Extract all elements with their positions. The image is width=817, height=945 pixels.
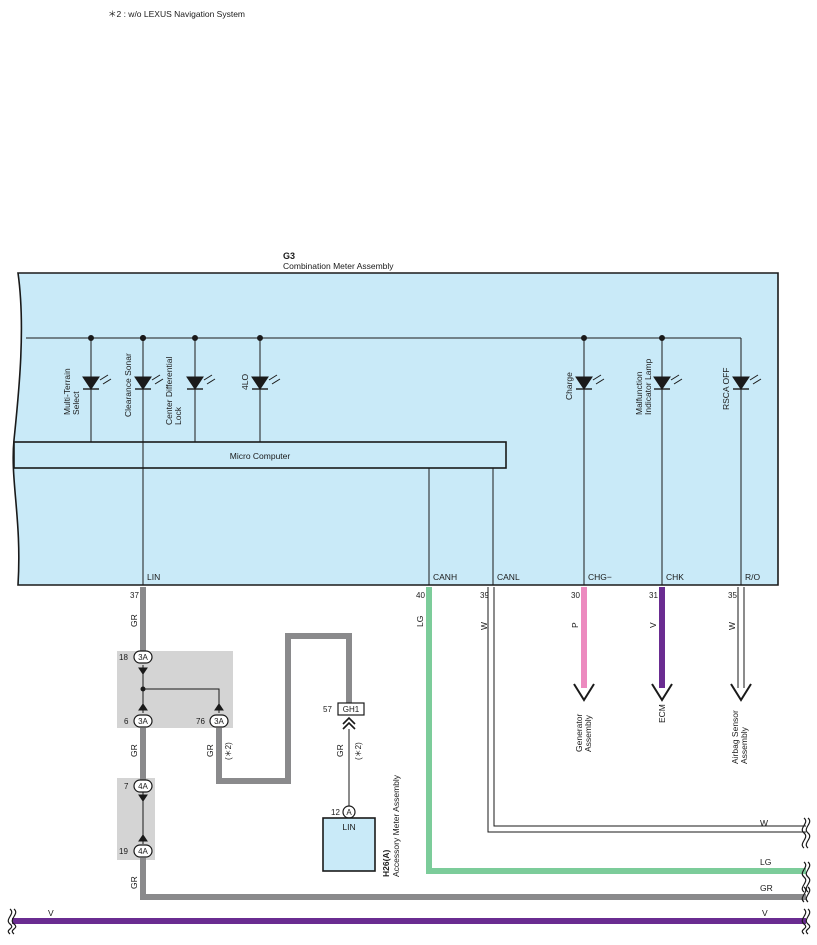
connector-3a-label-3: 3A: [214, 717, 224, 726]
gh1-chevrons: [342, 716, 356, 730]
dest-airbag-2: Assembly: [739, 726, 749, 764]
pin-40: 40: [416, 591, 425, 600]
dest-ecm: ECM: [657, 704, 667, 723]
wire-label-w-1: W: [479, 622, 489, 630]
pin-57-label: 57: [323, 705, 332, 714]
wire-label-v: V: [648, 622, 658, 628]
led-4lo: [251, 335, 281, 442]
led-multi-terrain-label-2: Select: [71, 391, 81, 415]
pin-18-label: 18: [119, 653, 128, 662]
led-multi-terrain: [82, 335, 112, 442]
wire-break-marks: [7, 817, 811, 935]
wire-label-gr-1: GR: [129, 614, 139, 627]
dest-airbag-1: Airbag Sensor: [730, 710, 740, 764]
connector-4a-label-2: 4A: [138, 847, 148, 856]
led-4lo-label: 4LO: [240, 374, 250, 390]
led-malfunction: [653, 335, 683, 585]
connector-3a-pin18: [133, 650, 153, 664]
led-center-diff-label-1: Center Differential: [164, 357, 174, 425]
terminal-chg: CHG−: [588, 572, 612, 582]
led-rsca: [732, 338, 762, 585]
ro-arrow: [730, 683, 752, 702]
connector-4a-internal: [138, 792, 148, 844]
footnote-text: ＊2 : w/o LEXUS Navigation System: [108, 9, 245, 19]
connector-gh1: [337, 702, 365, 716]
bus-label-gr: GR: [760, 883, 773, 893]
wire-note-1: (＊2): [224, 742, 233, 760]
pin-76-label: 76: [196, 717, 205, 726]
wire-label-p: P: [570, 622, 580, 628]
combination-meter-panel: [12, 272, 779, 586]
connector-3a-internal: [138, 665, 224, 713]
accessory-code: H26(A): [381, 849, 391, 877]
canh-wire-lg: [426, 587, 806, 874]
connector-gh1-label: GH1: [343, 705, 360, 714]
chg-arrow: [573, 683, 595, 702]
led-center-diff-label-2: Lock: [173, 406, 183, 425]
led-malfunction-label-2: Indicator Lamp: [643, 359, 653, 415]
meter-name: Combination Meter Assembly: [283, 261, 394, 271]
pin-30: 30: [571, 591, 580, 600]
terminal-lin: LIN: [147, 572, 160, 582]
micro-computer-box: [13, 441, 507, 469]
accessory-meter-box: [322, 817, 376, 872]
bus-label-w: W: [760, 818, 768, 828]
wire-label-gr-2: GR: [129, 744, 139, 757]
meter-code: G3: [283, 251, 295, 261]
led-charge-label: Charge: [564, 372, 574, 400]
led-center-diff: [186, 335, 216, 442]
wire-label-gr-4: GR: [205, 744, 215, 757]
pin-31: 31: [649, 591, 658, 600]
terminal-canl: CANL: [497, 572, 520, 582]
bus-label-v-right: V: [762, 908, 768, 918]
pin-6-label: 6: [124, 717, 129, 726]
pin-12-label: 12: [331, 808, 340, 817]
led-clearance-sonar-label: Clearance Sonar: [123, 353, 133, 417]
accessory-terminal-lin: LIN: [342, 822, 355, 832]
led-rsca-label: RSCA OFF: [721, 367, 731, 410]
dest-generator-1: Generator: [574, 714, 584, 752]
pin-37: 37: [130, 591, 139, 600]
wire-label-lg-1: LG: [415, 616, 425, 627]
connector-3a-pin76: [209, 714, 229, 728]
wire-note-2: (＊2): [354, 742, 363, 760]
wire-label-gr-5: GR: [335, 744, 345, 757]
bus-label-v-left: V: [48, 908, 54, 918]
wire-label-gr-3: GR: [129, 876, 139, 889]
terminal-ro: R/O: [745, 572, 761, 582]
pin-19-label: 19: [119, 847, 128, 856]
canl-wire-w-outer: [487, 587, 806, 833]
led-malfunction-label-1: Malfunction: [634, 371, 644, 415]
pin-7-label: 7: [124, 782, 129, 791]
accessory-name: Accessory Meter Assembly: [391, 774, 401, 877]
canl-wire-w-inner: [493, 587, 806, 827]
connector-4a-label-1: 4A: [138, 782, 148, 791]
led-charge: [575, 335, 605, 585]
chk-arrow: [651, 683, 673, 702]
connector-4a-pin19: [133, 844, 153, 858]
dest-generator-2: Assembly: [583, 714, 593, 752]
terminal-chk: CHK: [666, 572, 684, 582]
connector-3a-label-1: 3A: [138, 653, 148, 662]
led-multi-terrain-label-1: Multi-Terrain: [62, 368, 72, 415]
bus-label-lg: LG: [760, 857, 771, 867]
pin-39: 39: [480, 591, 489, 600]
terminal-canh: CANH: [433, 572, 457, 582]
connector-3a-pin6: [133, 714, 153, 728]
lin-wire-gr: [140, 587, 806, 900]
connector-4a-pin7: [133, 779, 153, 793]
connector-a-label: A: [346, 808, 352, 817]
pin-35: 35: [728, 591, 737, 600]
micro-computer-label: Micro Computer: [230, 451, 291, 461]
connector-3a-label-2: 3A: [138, 717, 148, 726]
led-clearance-sonar: [134, 335, 164, 585]
wire-label-w-2: W: [727, 622, 737, 630]
